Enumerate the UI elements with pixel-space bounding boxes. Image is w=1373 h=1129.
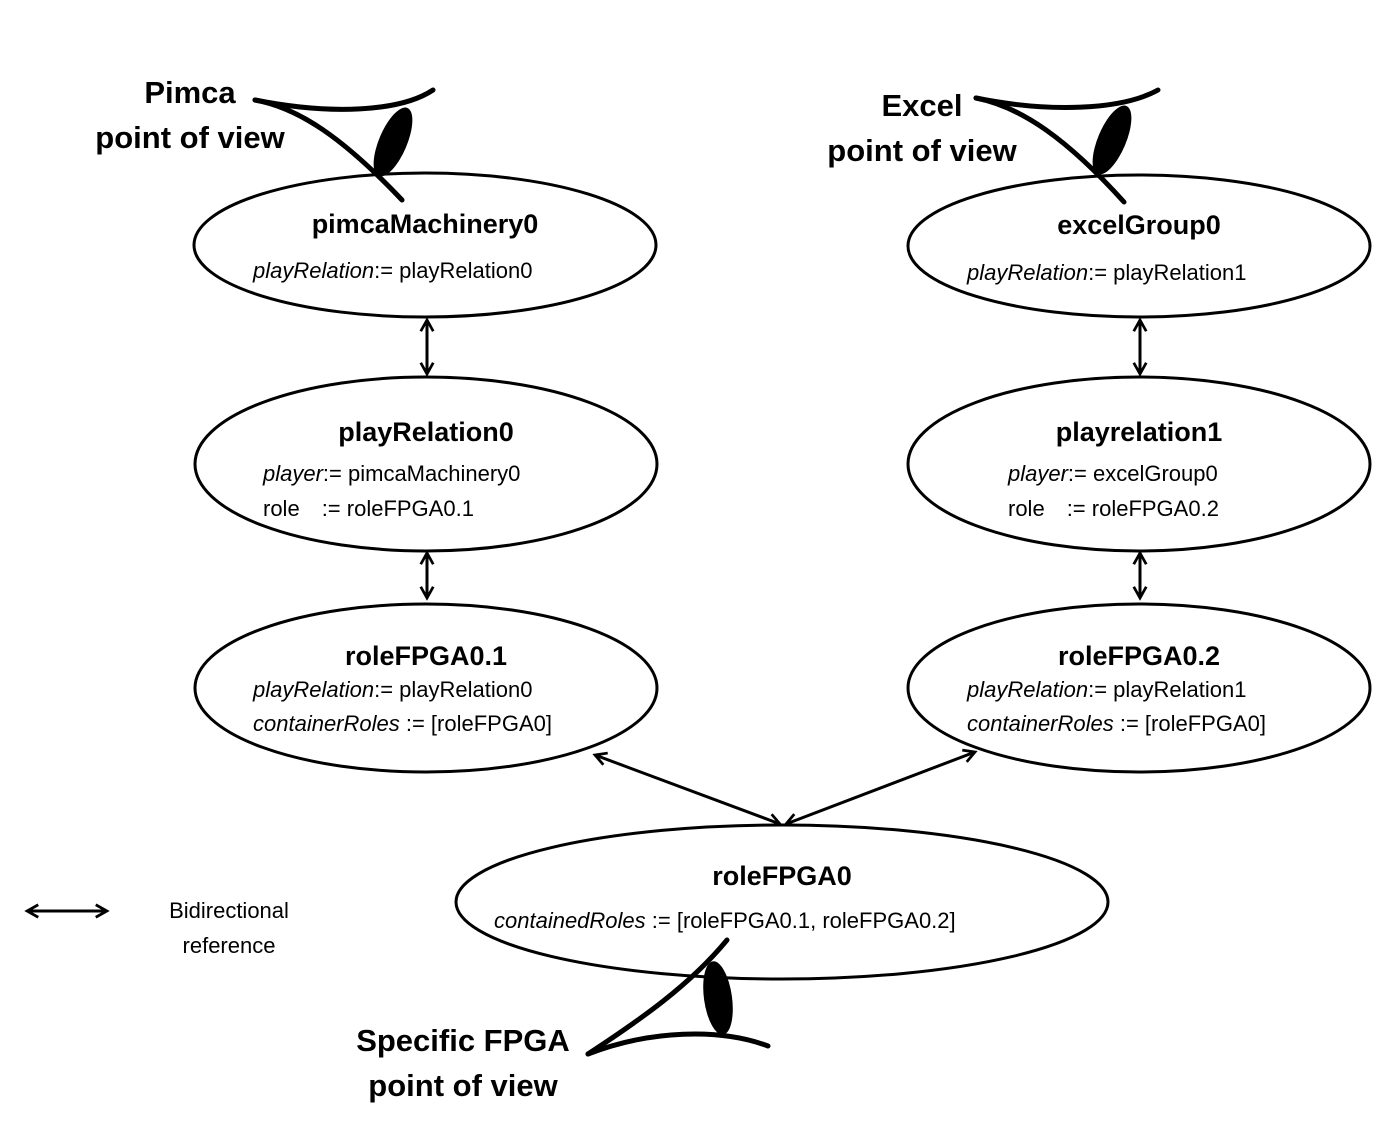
- node-attribute: playRelation:= playRelation1: [966, 260, 1246, 285]
- reference-arrow-rolefpga0-1-rolefpga0: [595, 755, 780, 824]
- node-title: roleFPGA0: [712, 861, 852, 891]
- viewpoint-label-excel: Excel: [881, 88, 962, 123]
- node-title: playrelation1: [1056, 417, 1223, 447]
- node-title: playRelation0: [338, 417, 514, 447]
- node-attribute: containerRoles := [roleFPGA0]: [253, 711, 552, 736]
- viewpoint-label-pimca: Pimca: [144, 75, 236, 110]
- node-playrelation0: playRelation0 player:= pimcaMachinery0 r…: [193, 375, 659, 553]
- viewpoint-label-pimca-sub: point of view: [95, 120, 285, 155]
- node-excelgroup0: excelGroup0 playRelation:= playRelation1: [906, 173, 1372, 319]
- node-pimcamachinery0: pimcaMachinery0 playRelation:= playRelat…: [192, 171, 658, 319]
- node-title: roleFPGA0.2: [1058, 641, 1220, 671]
- node-title: pimcaMachinery0: [312, 209, 539, 239]
- node-attribute: containerRoles := [roleFPGA0]: [967, 711, 1266, 736]
- eye-icon: [252, 87, 436, 203]
- legend-label-sub: reference: [183, 933, 276, 958]
- viewpoint-label-fpga-sub: point of view: [368, 1068, 558, 1103]
- node-attribute: playRelation:= playRelation0: [252, 677, 532, 702]
- eye-icon: [585, 937, 771, 1057]
- node-attribute: playRelation:= playRelation0: [252, 258, 532, 283]
- node-attribute: player:= pimcaMachinery0: [262, 461, 520, 486]
- node-attribute: role:= roleFPGA0.1: [263, 496, 474, 521]
- viewpoint-label-excel-sub: point of view: [827, 133, 1017, 168]
- eye-icon: [973, 87, 1161, 205]
- node-rolefpga0: roleFPGA0 containedRoles := [roleFPGA0.1…: [454, 823, 1110, 981]
- node-playrelation1: playrelation1 player:= excelGroup0 role:…: [906, 375, 1372, 553]
- legend: Bidirectional reference: [27, 898, 289, 958]
- node-rolefpga0-2: roleFPGA0.2 playRelation:= playRelation1…: [906, 602, 1372, 774]
- node-attribute: playRelation:= playRelation1: [966, 677, 1246, 702]
- node-rolefpga0-1: roleFPGA0.1 playRelation:= playRelation0…: [193, 602, 659, 774]
- reference-arrow-rolefpga0-2-rolefpga0: [786, 752, 975, 824]
- viewpoint-label-fpga: Specific FPGA: [356, 1023, 570, 1058]
- node-title: roleFPGA0.1: [345, 641, 507, 671]
- node-attribute: role:= roleFPGA0.2: [1008, 496, 1219, 521]
- node-title: excelGroup0: [1057, 210, 1221, 240]
- node-attribute: player:= excelGroup0: [1007, 461, 1218, 486]
- node-attribute: containedRoles := [roleFPGA0.1, roleFPGA…: [494, 908, 956, 933]
- legend-label: Bidirectional: [169, 898, 289, 923]
